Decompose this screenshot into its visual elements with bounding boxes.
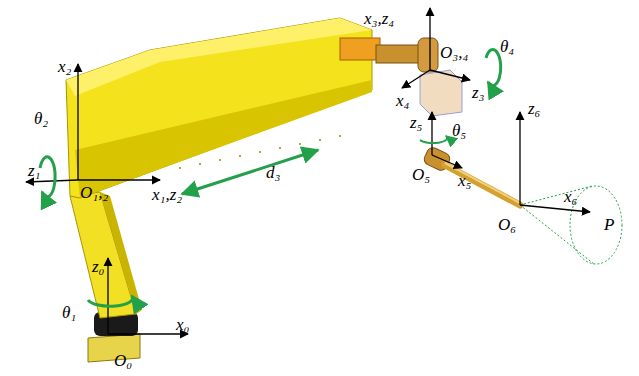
frame-label: z₆	[528, 100, 541, 117]
frame-label: z₀	[92, 258, 105, 275]
frame-label: z₅	[410, 114, 423, 131]
frame-label: O₆	[498, 216, 516, 233]
frame-label: θ₄	[500, 38, 514, 55]
frame-label: O₁,₂	[80, 184, 108, 201]
frame-label: θ₂	[34, 110, 48, 127]
frame-label: z₁	[28, 162, 41, 179]
frame-label: x₀	[176, 316, 189, 333]
frame-label: x₄	[396, 92, 409, 109]
frame-label: θ₁	[62, 304, 76, 321]
frame-label: x₅	[458, 172, 471, 189]
frame-label: O₃,₄	[440, 44, 468, 61]
frame-label: x₂	[58, 58, 71, 75]
frame-label: d₃	[266, 164, 280, 181]
frame-label: O₅	[412, 166, 430, 183]
frame-label: P	[604, 216, 614, 233]
frame-label: x₆	[564, 188, 577, 205]
frame-label: θ₅	[452, 122, 466, 139]
frame-label: z₃	[472, 84, 485, 101]
frame-label: x₃,z₄	[364, 10, 394, 27]
frame-label: x₁,z₂	[152, 186, 182, 203]
frame-label: O₀	[114, 352, 132, 369]
